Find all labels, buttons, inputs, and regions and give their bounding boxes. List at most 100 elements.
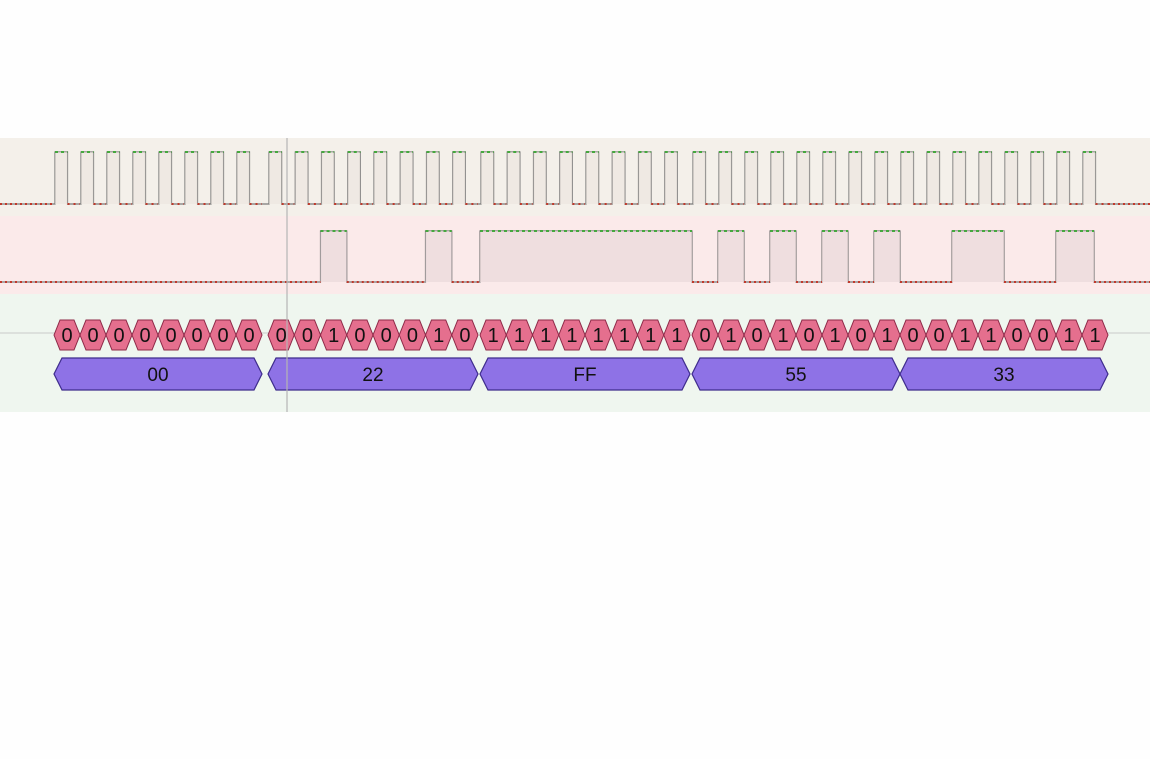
clock-pulse — [481, 152, 494, 204]
bit-value: 0 — [217, 325, 228, 347]
bit-value: 1 — [985, 325, 996, 347]
clock-pulse — [55, 152, 68, 204]
byte-annotation[interactable] — [899, 357, 1109, 391]
clock-pulse — [979, 152, 992, 204]
bit-value: 0 — [165, 325, 176, 347]
clock-pulse — [901, 152, 914, 204]
byte-annotations: 00 22 FF 55 33 — [53, 357, 1109, 391]
bit-value: 0 — [751, 325, 762, 347]
bit-value: 1 — [881, 325, 892, 347]
clock-pulse — [133, 152, 146, 204]
bit-annotation[interactable] — [451, 319, 479, 351]
clock-pulse — [612, 152, 625, 204]
clock-pulse — [1031, 152, 1044, 204]
bit-value: 1 — [671, 325, 682, 347]
bit-value: 0 — [407, 325, 418, 347]
bit-annotation[interactable] — [663, 319, 691, 351]
clock-pulse — [875, 152, 888, 204]
bit-annotation[interactable] — [1081, 319, 1109, 351]
clock-pulse — [400, 152, 413, 204]
bit-value: 1 — [328, 325, 339, 347]
clock-pulse — [452, 152, 466, 204]
bit-value: 1 — [566, 325, 577, 347]
decoder-lane[interactable] — [0, 294, 1150, 412]
clock-pulse — [1057, 152, 1070, 204]
byte-value: 55 — [785, 365, 806, 386]
byte-annotation[interactable] — [479, 357, 691, 391]
bit-annotation[interactable] — [235, 319, 263, 351]
bit-value: 0 — [61, 325, 72, 347]
bit-value: 0 — [139, 325, 150, 347]
bit-value: 0 — [191, 325, 202, 347]
data-high-pulse — [822, 231, 848, 282]
bit-value: 1 — [725, 325, 736, 347]
bit-value: 1 — [1089, 325, 1100, 347]
clock-pulse — [953, 152, 966, 204]
data-high-pulse — [320, 231, 347, 282]
clock-pulse — [374, 152, 387, 204]
clock-pulse — [321, 152, 335, 204]
bit-value: 0 — [243, 325, 254, 347]
bit-value: 1 — [514, 325, 525, 347]
bit-value: 0 — [699, 325, 710, 347]
bit-value: 0 — [907, 325, 918, 347]
data-trace — [0, 230, 1150, 283]
clock-pulse — [159, 152, 172, 204]
bit-value: 1 — [777, 325, 788, 347]
bit-value: 0 — [933, 325, 944, 347]
bit-value: 1 — [433, 325, 444, 347]
byte-value: 33 — [993, 365, 1014, 386]
bit-value: 1 — [959, 325, 970, 347]
data-high-pulse — [874, 231, 900, 282]
clock-pulse — [347, 152, 361, 204]
bit-value: 1 — [593, 325, 604, 347]
clock-pulse — [533, 152, 547, 204]
clock-pulse — [426, 152, 440, 204]
clock-pulse — [771, 152, 784, 204]
data-high-pulse — [718, 231, 744, 282]
bit-value: 0 — [113, 325, 124, 347]
data-high-pulse — [770, 231, 796, 282]
byte-value: FF — [573, 365, 596, 386]
clock-pulse — [185, 152, 198, 204]
bit-value: 0 — [87, 325, 98, 347]
clock-pulse — [638, 152, 652, 204]
clock-pulse — [269, 152, 282, 204]
clock-pulse — [295, 152, 308, 204]
bit-value: 0 — [803, 325, 814, 347]
clock-pulse — [507, 152, 520, 204]
bit-value: 0 — [1037, 325, 1048, 347]
data-high-pulse — [425, 231, 452, 282]
clock-pulse — [1005, 152, 1018, 204]
bit-value: 1 — [829, 325, 840, 347]
clock-pulse — [81, 152, 94, 204]
bit-value: 0 — [302, 325, 313, 347]
clock-pulse — [211, 152, 224, 204]
clock-pulse — [237, 152, 250, 204]
bit-value: 1 — [645, 325, 656, 347]
data-high-pulse — [952, 231, 1004, 282]
data-high-pulse — [1056, 231, 1094, 282]
clock-pulse — [797, 152, 810, 204]
bit-value: 1 — [619, 325, 630, 347]
clock-pulse — [693, 152, 706, 204]
bit-value: 0 — [459, 325, 470, 347]
clock-pulse — [719, 152, 732, 204]
byte-annotation[interactable] — [53, 357, 263, 391]
clock-trace — [0, 151, 1150, 205]
bit-value: 0 — [381, 325, 392, 347]
clock-pulse — [823, 152, 836, 204]
clock-pulse — [664, 152, 678, 204]
byte-value: 00 — [147, 365, 168, 386]
data-high-pulse — [480, 231, 692, 282]
clock-pulse — [586, 152, 599, 204]
clock-pulse — [849, 152, 862, 204]
bit-value: 1 — [1063, 325, 1074, 347]
byte-annotation[interactable] — [267, 357, 479, 391]
byte-value: 22 — [362, 365, 383, 386]
bit-value: 1 — [540, 325, 551, 347]
bit-value: 1 — [488, 325, 499, 347]
